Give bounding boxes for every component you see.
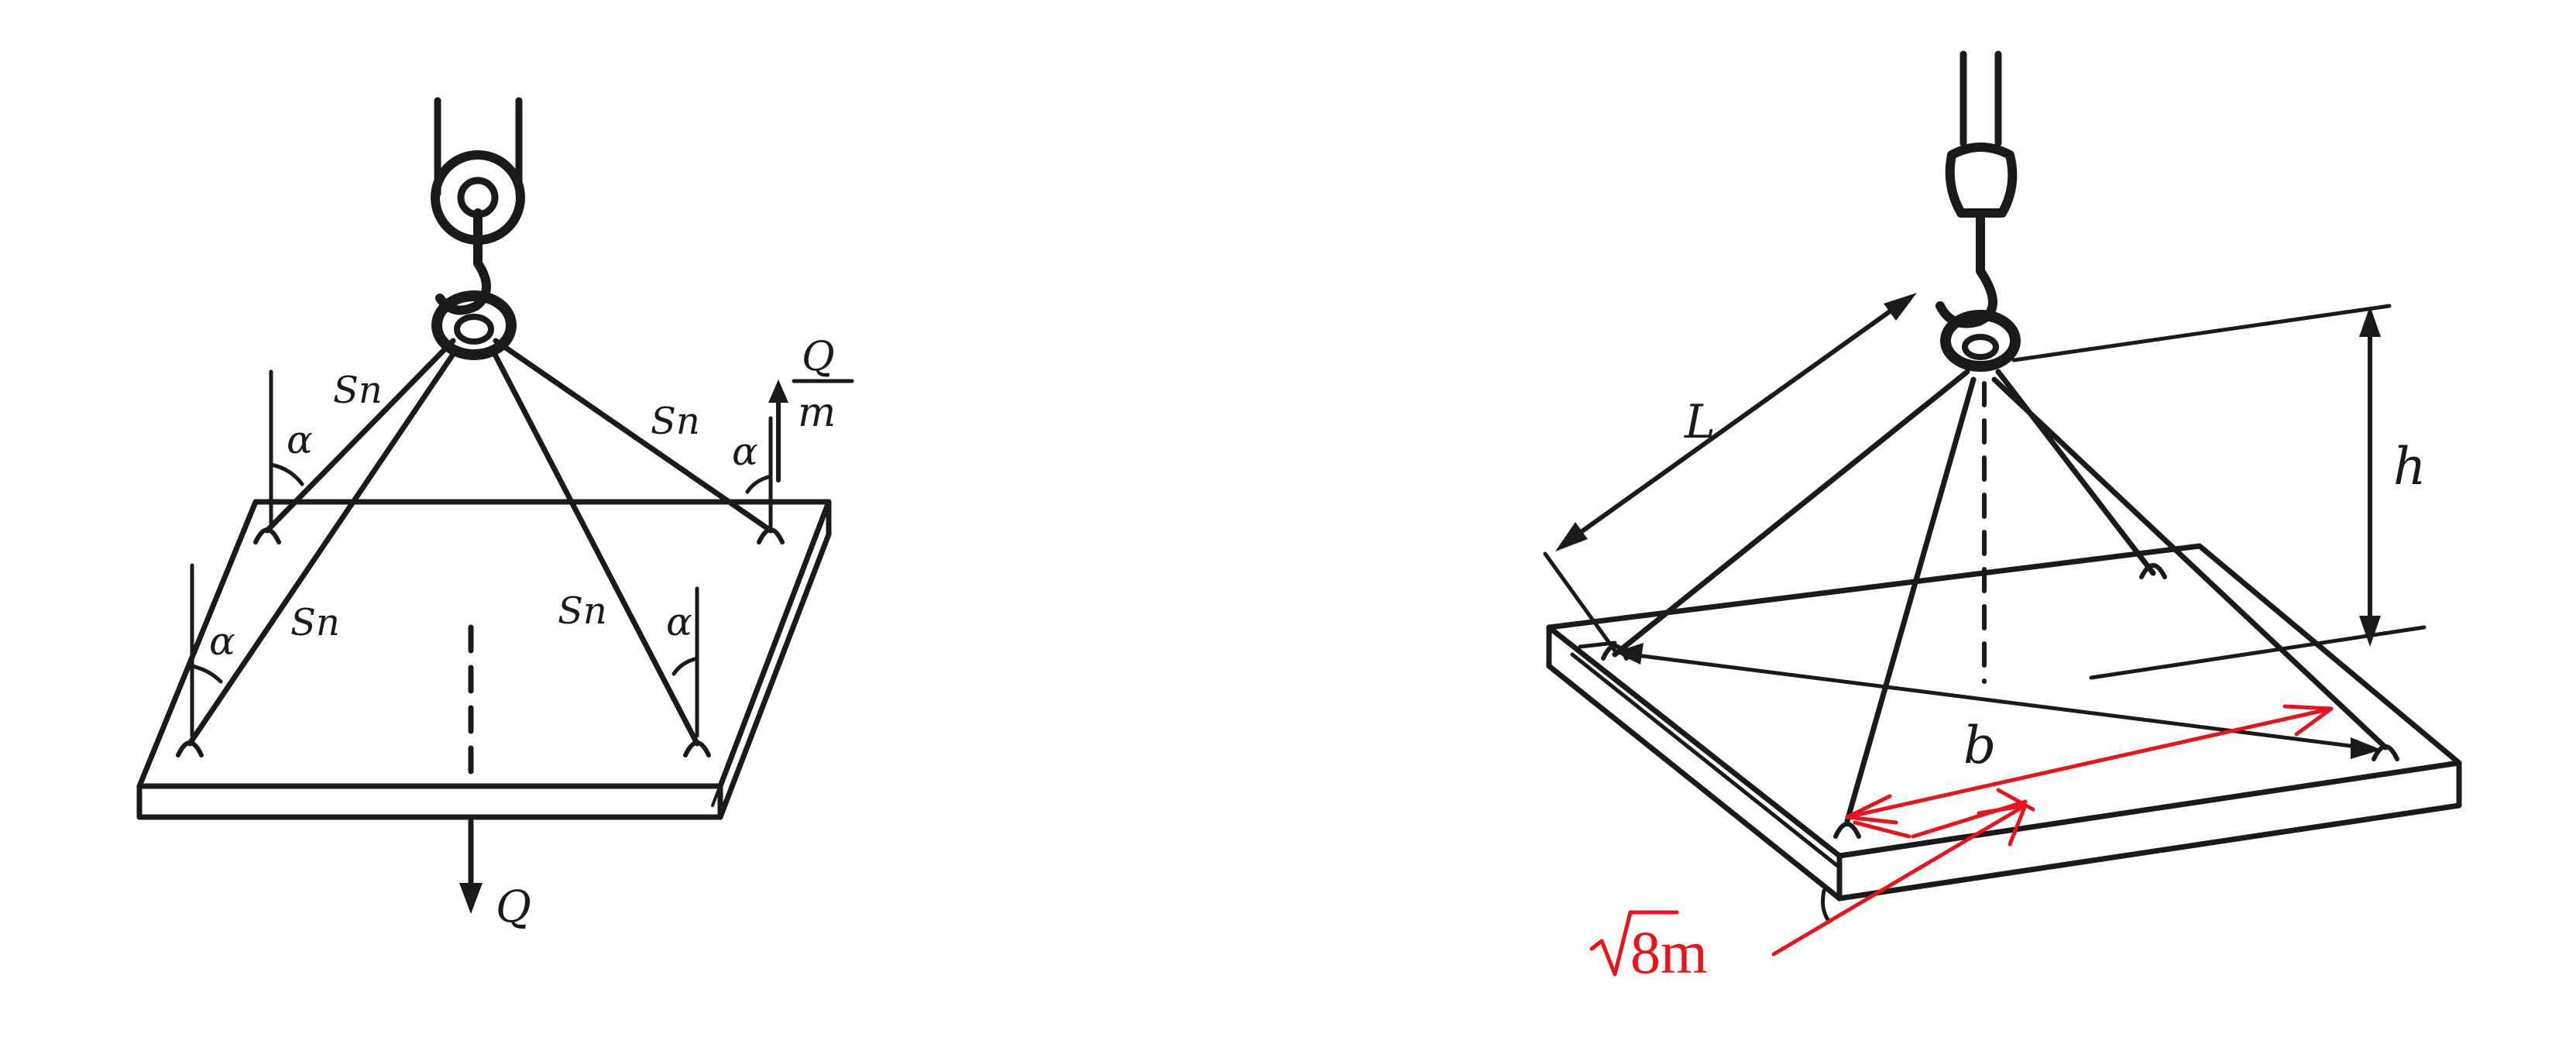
left-corner-hooks: [176, 527, 785, 757]
label-length: L: [1684, 395, 1716, 449]
right-ring: [1940, 310, 2021, 372]
sqrt-sign: [1589, 910, 1679, 977]
left-angle-arcs: [190, 462, 773, 684]
left-slings: [187, 338, 774, 747]
label-sn-3: Sn: [290, 601, 340, 644]
label-m-denominator: m: [798, 390, 836, 436]
label-q-numerator: Q: [802, 334, 835, 380]
right-slings: [1612, 369, 2389, 824]
label-sn-2: Sn: [651, 400, 700, 443]
right-figure: L h b 8m: [1543, 50, 2462, 986]
distance-annotation: [1771, 704, 2334, 957]
label-alpha-3: α: [666, 599, 692, 644]
right-swivel-block: [1945, 143, 2018, 218]
left-slab: [136, 499, 832, 820]
label-base: b: [1963, 716, 1996, 775]
left-reference-lines: [190, 369, 773, 738]
weight-arrow: [459, 818, 483, 914]
label-alpha-1: α: [287, 417, 313, 462]
right-crane-cables: [1959, 50, 2002, 147]
left-reaction-arrow: [768, 380, 788, 483]
left-ring: [431, 290, 517, 360]
height-dimension: [2011, 304, 2427, 680]
label-sn-1: Sn: [333, 369, 383, 412]
label-sn-4: Sn: [558, 589, 607, 633]
base-diagonal: [1615, 643, 2382, 759]
distance-label: 8m: [1589, 910, 1708, 986]
label-alpha-4: α: [732, 429, 758, 474]
left-figure: Sn Sn Sn Sn α α α α Q m Q: [136, 97, 854, 933]
length-dimension: [1543, 293, 1917, 653]
label-height: h: [2393, 437, 2427, 496]
label-q-weight: Q: [496, 882, 531, 933]
distance-value: 8m: [1630, 919, 1708, 986]
right-hook: [1935, 212, 1997, 328]
label-alpha-2: α: [209, 619, 235, 664]
right-slab: [1546, 543, 2462, 924]
